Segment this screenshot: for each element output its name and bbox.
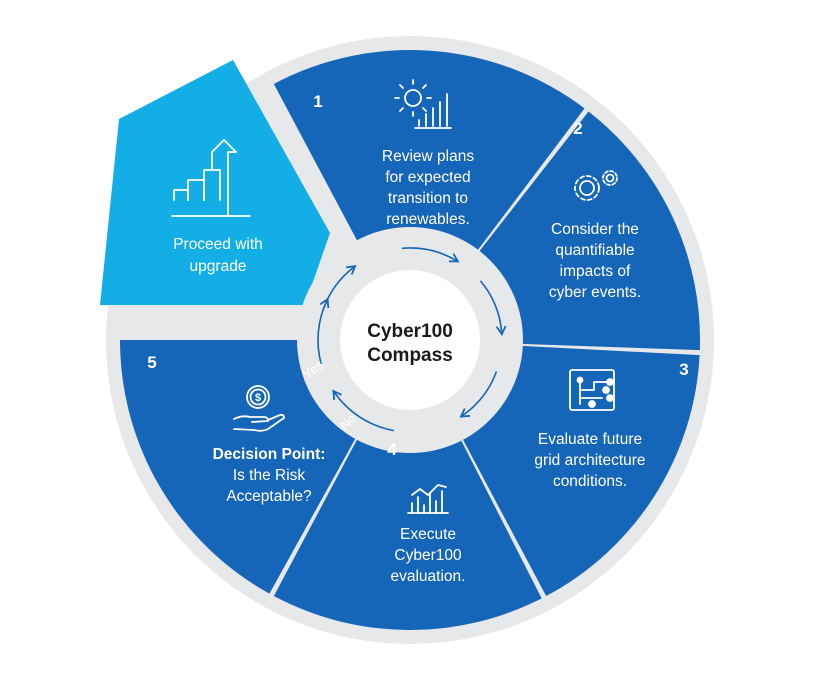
segment-3-line: conditions. xyxy=(553,473,627,490)
segment-2-line: cyber events. xyxy=(549,284,641,301)
segment-5-line: Acceptable? xyxy=(226,488,312,505)
segment-2-line: Consider the xyxy=(551,221,639,238)
segment-2-line: impacts of xyxy=(560,263,631,280)
segment-4-label: Execute Cyber100 evaluation. xyxy=(391,526,466,585)
upgrade-segment xyxy=(100,60,330,305)
upgrade-line: Proceed with xyxy=(173,236,263,253)
flow-arrow xyxy=(479,280,507,337)
center-disc xyxy=(340,270,480,410)
segment-1-line: for expected xyxy=(385,169,470,186)
segment-5-number: 5 xyxy=(147,353,156,372)
segment-4-number: 4 xyxy=(387,440,397,459)
segment-1-line: Review plans xyxy=(382,148,474,165)
segment-wedges xyxy=(120,50,700,631)
analytics-chart-icon xyxy=(407,484,449,514)
segment-2-wedge xyxy=(471,111,700,351)
segment-3-wedge xyxy=(456,345,700,597)
segment-1-wedge xyxy=(273,50,585,261)
flow-arrows xyxy=(317,247,507,432)
segment-1-line: renewables. xyxy=(386,211,470,228)
segment-5-line: Is the Risk xyxy=(233,467,306,484)
growth-arrow-icon xyxy=(171,139,251,217)
gears-icon xyxy=(574,170,618,201)
yes-flow-arrow xyxy=(322,265,357,309)
upgrade-line: upgrade xyxy=(190,258,247,275)
segment-1-line: transition to xyxy=(388,190,468,207)
segment-5-label: Decision Point: Is the Risk Acceptable? xyxy=(213,446,326,505)
segment-4-line: Execute xyxy=(400,526,456,543)
svg-text:$: $ xyxy=(255,392,261,404)
flow-arrow xyxy=(332,389,395,432)
segment-2-number: 2 xyxy=(573,119,582,138)
center-title-line1: Cyber100 xyxy=(367,321,453,342)
segment-2-label: Consider the quantifiable impacts of cyb… xyxy=(549,221,641,301)
segment-2-line: quantifiable xyxy=(555,242,634,259)
segment-4-line: evaluation. xyxy=(391,568,466,585)
segment-5-wedge xyxy=(120,340,362,594)
decision-point-heading: Decision Point: xyxy=(213,446,326,463)
network-diagram-icon xyxy=(569,369,615,411)
upgrade-label: Proceed with upgrade xyxy=(173,236,263,275)
center-title-line2: Compass xyxy=(367,345,453,366)
segment-3-number: 3 xyxy=(679,360,688,379)
sun-growth-icon xyxy=(394,79,452,129)
flow-arrow xyxy=(401,247,460,263)
segment-3-line: Evaluate future xyxy=(538,431,642,448)
segment-1-number: 1 xyxy=(313,92,322,111)
segment-3-label: Evaluate future grid architecture condit… xyxy=(534,431,645,490)
segment-1-label: Review plans for expected transition to … xyxy=(382,148,474,228)
flow-arrow xyxy=(459,371,498,418)
hand-dollar-icon: $ xyxy=(233,385,285,432)
segment-4-line: Cyber100 xyxy=(394,547,462,564)
segment-4-wedge xyxy=(273,428,542,631)
segment-3-line: grid architecture xyxy=(534,452,645,469)
